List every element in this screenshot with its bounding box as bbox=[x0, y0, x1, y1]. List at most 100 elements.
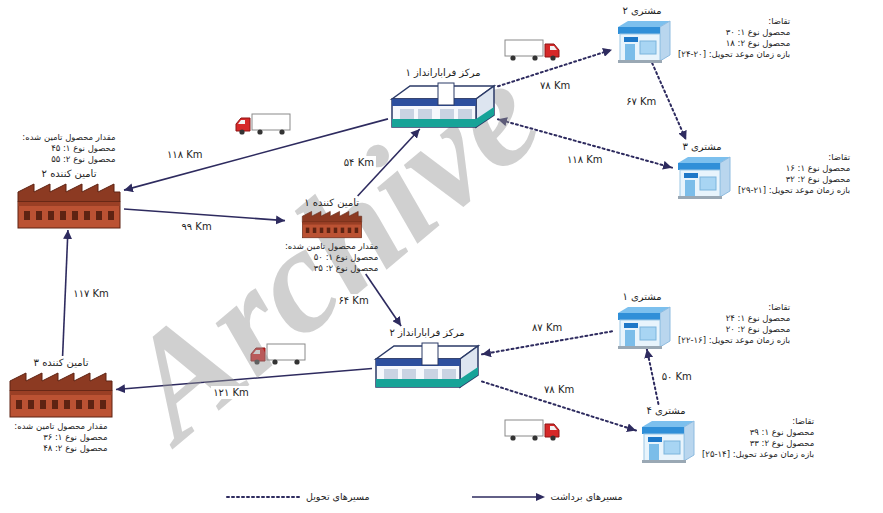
factory-roof bbox=[10, 373, 112, 391]
truck-window bbox=[550, 426, 557, 430]
demand-line: تقاضا: bbox=[768, 16, 790, 27]
store-window bbox=[640, 41, 656, 54]
factory-window bbox=[326, 228, 329, 233]
factory-window bbox=[96, 211, 102, 220]
factory-wall bbox=[302, 222, 361, 238]
supply-line: محصول نوع ۲: ۵۵ bbox=[51, 154, 116, 165]
depot-door bbox=[418, 109, 432, 119]
demand-line: بازه زمان موعد تحویل: [۱۶-۲۲] bbox=[678, 335, 790, 346]
customer-name: مشتری ۲ bbox=[622, 4, 661, 17]
supply-line: مقدار محصول تامین شده: bbox=[22, 132, 115, 143]
factory-window bbox=[64, 400, 70, 409]
store-front bbox=[620, 34, 660, 61]
pickup-sample-head bbox=[536, 493, 545, 501]
factory-band bbox=[18, 202, 120, 206]
demand-line: تقاضا: bbox=[828, 152, 850, 163]
factory-window bbox=[16, 400, 22, 409]
store-icon bbox=[672, 153, 732, 199]
store-sign bbox=[648, 437, 662, 442]
demand-line: محصول نوع ۲: ۲۰ bbox=[726, 324, 791, 335]
supply-line: محصول نوع ۱: ۳۶ bbox=[43, 432, 108, 443]
distance-label: ۵۴ Km bbox=[342, 156, 376, 169]
depot-side bbox=[460, 346, 478, 387]
store-band bbox=[642, 427, 684, 434]
truck-wheel bbox=[510, 435, 515, 440]
truck-wheel bbox=[279, 129, 284, 134]
customer-node: مشتری ۳تقاضا:محصول نوع ۱: ۱۶محصول نوع ۲:… bbox=[672, 140, 850, 199]
demand-line: محصول نوع ۱: ۳۰ bbox=[726, 27, 791, 38]
supplier-node: تامین کننده ۳مقدار محصول تامین شده:محصول… bbox=[6, 356, 116, 454]
depot-front bbox=[392, 99, 476, 127]
supply-line: مقدار محصول تامین شده: bbox=[14, 421, 107, 432]
distance-label: ۸۷ Km bbox=[530, 321, 564, 334]
store-band bbox=[618, 313, 660, 320]
depot-band bbox=[392, 99, 476, 106]
factory-wall bbox=[18, 202, 120, 228]
factory-icon bbox=[300, 209, 364, 239]
demand-line: محصول نوع ۲: ۱۸ bbox=[726, 38, 791, 49]
crossdock-icon bbox=[388, 79, 498, 129]
pickup-route bbox=[63, 230, 68, 356]
factory-window bbox=[28, 400, 34, 409]
store-door bbox=[649, 444, 659, 461]
factory-window bbox=[340, 228, 343, 233]
depot-front bbox=[376, 359, 460, 387]
crossdock-name: مرکز فرابارانداز ۱ bbox=[405, 66, 480, 79]
pickup-route bbox=[366, 274, 401, 326]
factory-window bbox=[48, 211, 54, 220]
crossdock-icon bbox=[372, 339, 482, 389]
factory-window bbox=[76, 400, 82, 409]
demand-line: بازه زمان موعد تحویل: [۲۱-۲۹] bbox=[738, 185, 850, 196]
truck-window bbox=[253, 350, 260, 354]
demand-line: محصول نوع ۱: ۳۹ bbox=[750, 427, 815, 438]
truck-trailer bbox=[267, 344, 305, 360]
distance-label: ۷۸ Km bbox=[542, 383, 576, 396]
depot-base bbox=[460, 367, 478, 387]
legend-sample bbox=[225, 491, 301, 503]
factory-window bbox=[60, 211, 66, 220]
pickup-route bbox=[124, 119, 388, 190]
truck-cab bbox=[236, 118, 250, 131]
legend-text: مسیرهای برداشت bbox=[551, 490, 623, 503]
distance-label: ۱۱۷ Km bbox=[71, 287, 111, 300]
store-window bbox=[664, 441, 680, 454]
store-sign bbox=[684, 173, 698, 178]
truck-trailer bbox=[252, 114, 290, 130]
store-icon bbox=[612, 17, 672, 63]
demand-line: بازه زمان موعد تحویل: [۱۴-۲۵] bbox=[702, 449, 814, 460]
crossdock-node: مرکز فرابارانداز ۲ bbox=[372, 326, 482, 389]
supplier-name: تامین کننده ۲ bbox=[42, 167, 97, 180]
distance-label: ۵۰ Km bbox=[660, 370, 694, 383]
truck-wheel bbox=[239, 129, 244, 134]
customer-node: مشتری ۲ تقاضا:محصول نوع ۱: ۳۰محصول نوع ۲:… bbox=[612, 4, 790, 63]
delivery-sample bbox=[227, 496, 299, 498]
store-band bbox=[678, 163, 720, 170]
store-base bbox=[618, 60, 662, 63]
delivery-route bbox=[498, 119, 672, 167]
factory-band bbox=[10, 391, 112, 395]
store-side bbox=[660, 307, 670, 347]
customer-node: مشتری ۴تقاضا:محصول نوع ۱: ۳۹محصول نوع ۲:… bbox=[636, 404, 814, 463]
depot-base bbox=[376, 379, 460, 387]
legend-sample bbox=[470, 491, 546, 503]
store-front bbox=[680, 170, 720, 197]
truck-symbol bbox=[251, 344, 305, 365]
store-window bbox=[640, 327, 656, 340]
truck-wheel bbox=[532, 55, 537, 60]
store-window bbox=[700, 177, 716, 190]
customer-name: مشتری ۴ bbox=[646, 404, 685, 417]
supplier-node: مقدار محصول تامین شده:محصول نوع ۱: ۴۵محص… bbox=[14, 132, 124, 230]
factory-window bbox=[36, 211, 42, 220]
supply-line: محصول نوع ۲: ۴۸ bbox=[43, 443, 108, 454]
demand-line: محصول نوع ۱: ۲۴ bbox=[726, 313, 791, 324]
store-side bbox=[660, 21, 670, 61]
depot-base bbox=[476, 107, 494, 127]
store-door bbox=[625, 330, 635, 347]
truck-wheel bbox=[532, 435, 537, 440]
supplier-name: تامین کننده ۱ bbox=[304, 196, 359, 209]
supplier-node: تامین کننده ۱مقدار محصول تامین شده:محصول… bbox=[285, 196, 378, 274]
distance-label: ۱۱۸ Km bbox=[565, 153, 605, 166]
depot-tower bbox=[422, 343, 438, 365]
store-front bbox=[620, 320, 660, 347]
depot-door bbox=[400, 109, 414, 119]
